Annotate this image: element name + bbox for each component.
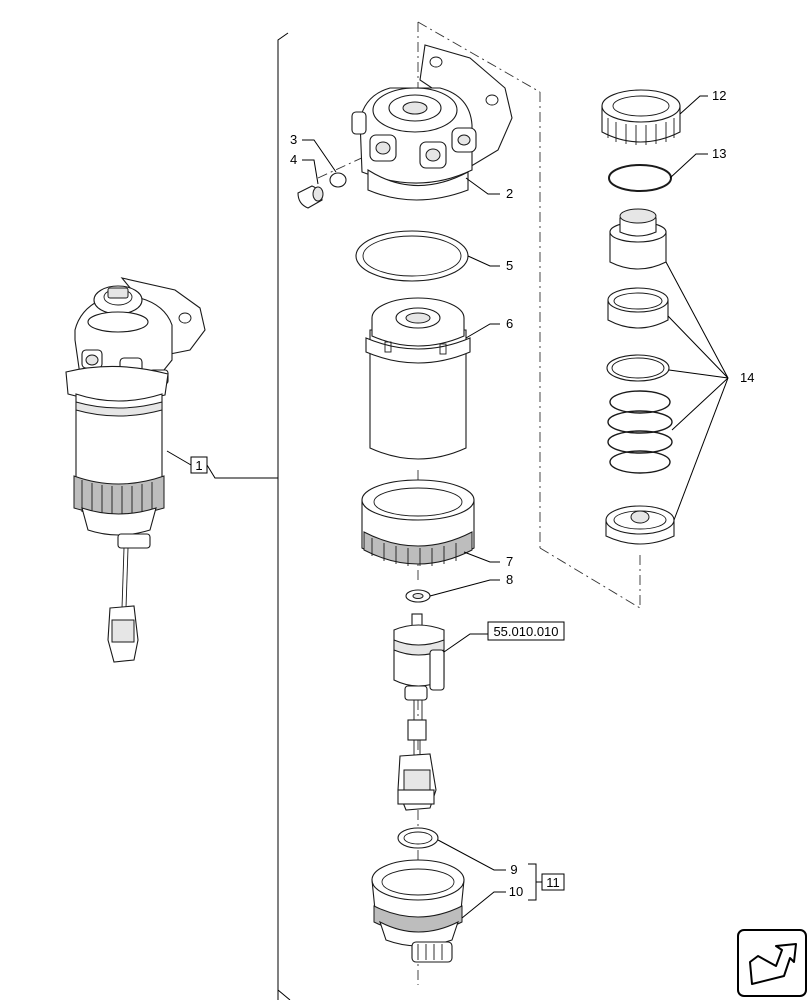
reference-55-010-010: 55.010.010 [493,624,558,639]
callout-14: 14 [740,370,754,385]
reference-box [487,621,565,641]
callout-box-11 [541,873,565,891]
o-ring-part-3 [329,172,347,188]
filter-element-part-6 [365,297,471,460]
callout-13: 13 [712,146,726,161]
kit-parts-14 [605,208,675,545]
callout-11: 11 [546,875,560,890]
callout-9: 9 [510,862,517,877]
callout-3: 3 [290,132,297,147]
plug-part-4 [297,185,324,209]
knurled-ring-part-12 [601,89,681,145]
filter-head-part [351,44,513,201]
callout-6: 6 [506,316,513,331]
water-sensor-assembly [393,613,445,811]
callout-8: 8 [506,572,513,587]
leader-line-1 [166,450,192,466]
callout-2: 2 [506,186,513,201]
leader-lines-14 [665,261,729,521]
threaded-collar-part-7 [361,479,475,566]
o-ring-part-13 [608,164,672,192]
leader-line-1b [206,464,274,479]
callout-5: 5 [506,258,513,273]
callout-7: 7 [506,554,513,569]
o-ring-part-9 [397,827,439,849]
next-page-arrow-icon[interactable] [737,929,807,997]
assembly-bracket [272,32,289,1000]
seal-ring-part-5 [355,230,469,282]
washer-part-8 [405,589,431,603]
group-bracket-9-10 [528,863,537,901]
callout-4: 4 [290,152,297,167]
bowl-part-10 [371,859,465,963]
callout-1: 1 [195,458,202,473]
assembled-filter-drawing [65,277,206,663]
callout-10: 10 [509,884,523,899]
callout-12: 12 [712,88,726,103]
